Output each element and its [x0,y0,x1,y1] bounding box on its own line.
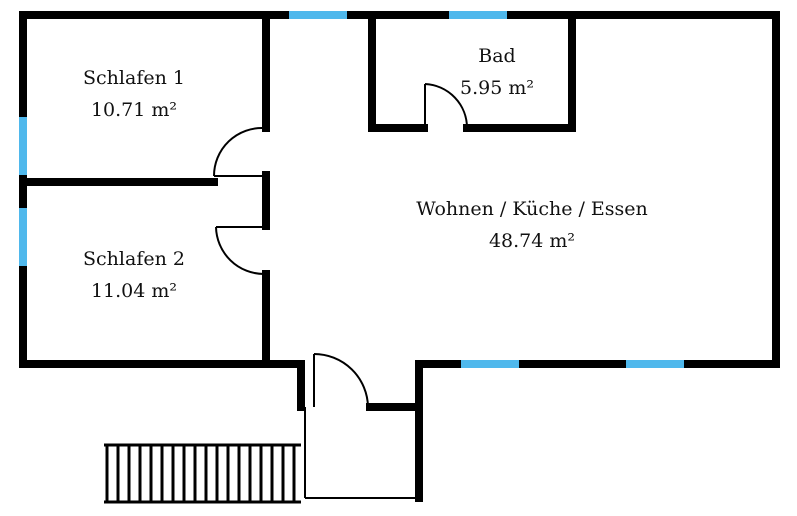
room-area: 10.71 m² [91,99,177,121]
door-bad [424,83,469,129]
room-wohnen-kueche-essen: Wohnen / Küche / Essen 48.74 m² [416,198,648,252]
door-schlafen-2 [215,226,265,275]
interior-walls [19,11,576,411]
room-name: Schlafen 2 [83,248,185,270]
room-name: Bad [478,45,515,67]
staircase [104,443,301,504]
room-name: Wohnen / Küche / Essen [416,198,648,220]
room-bad: Bad 5.95 m² [460,45,534,99]
entrance-outline [304,407,421,499]
room-schlafen-2: Schlafen 2 11.04 m² [83,248,185,302]
windows [19,11,684,368]
room-area: 5.95 m² [460,77,534,99]
door-entrance [313,353,369,408]
door-schlafen-1 [212,126,265,177]
room-area: 48.74 m² [489,230,575,252]
exterior-walls [19,11,780,502]
room-area: 11.04 m² [91,280,177,302]
room-name: Schlafen 1 [83,67,185,89]
room-schlafen-1: Schlafen 1 10.71 m² [83,67,185,121]
